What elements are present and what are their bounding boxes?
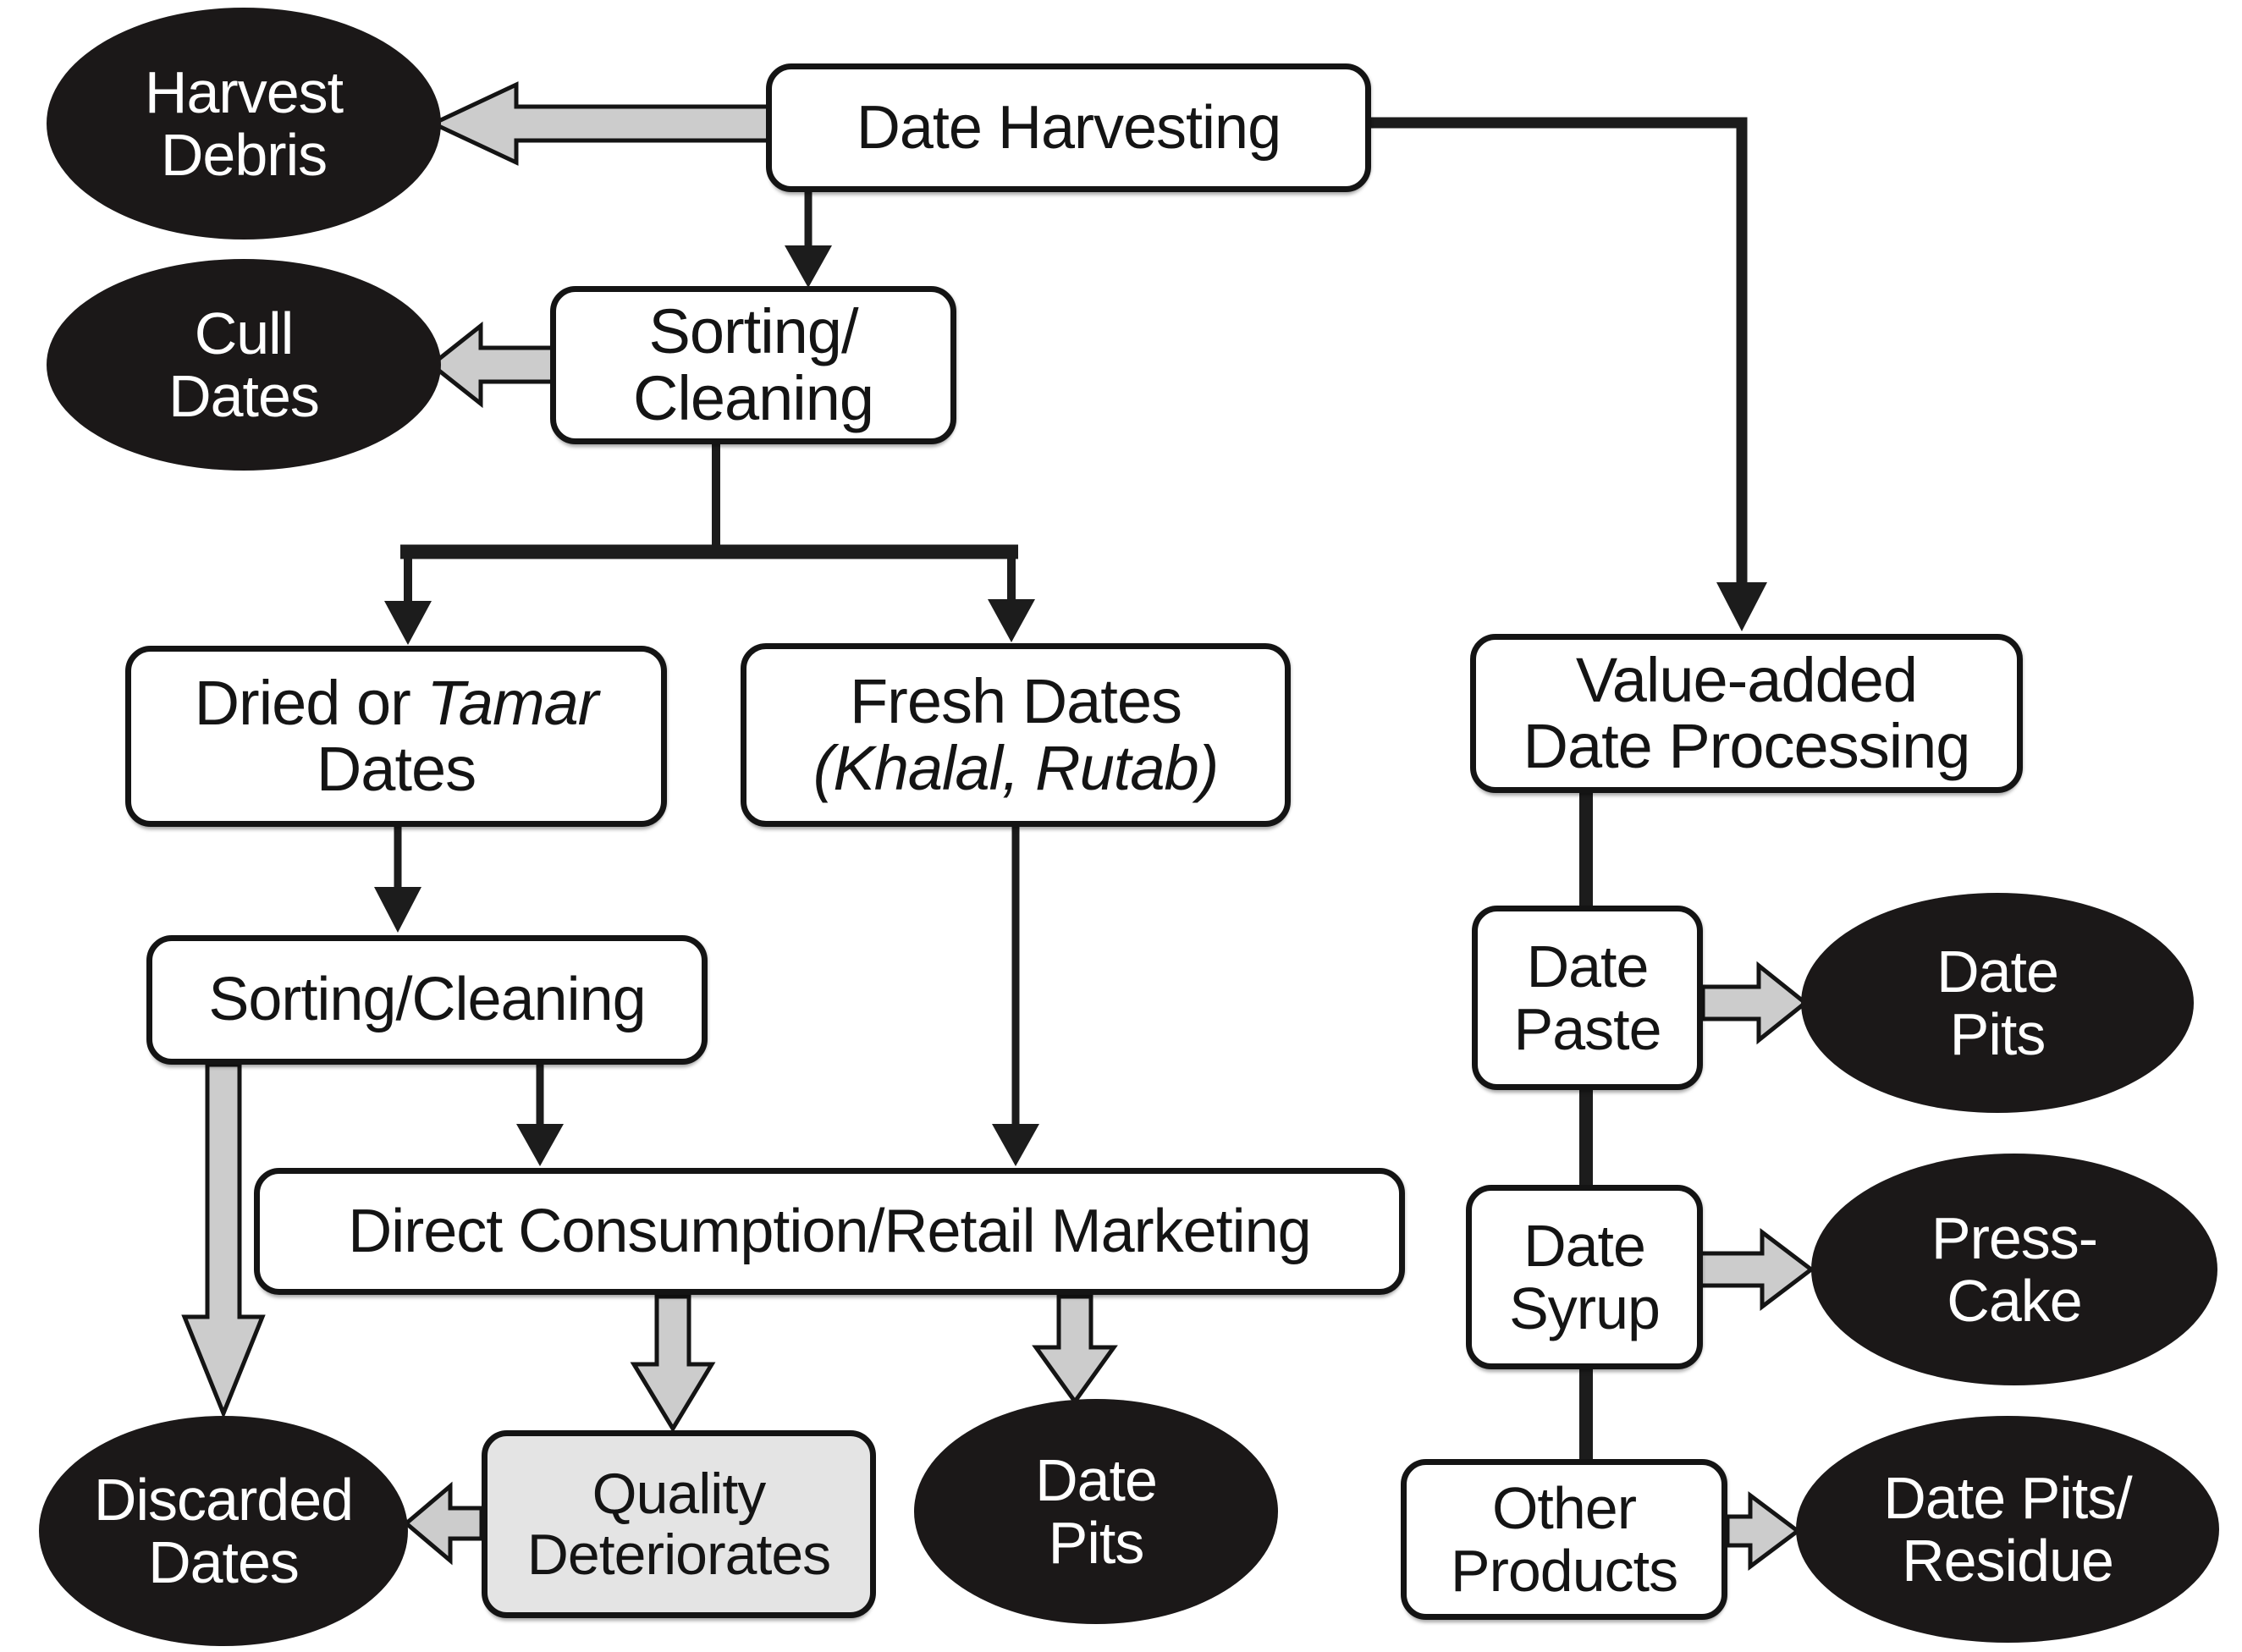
node-date-pits-processing: Date Pits xyxy=(1801,893,2194,1113)
edge-sorting-cleaning-2-to-direct-consumption xyxy=(516,1065,564,1166)
node-date-pits-consumer: Date Pits xyxy=(914,1399,1278,1624)
node-sorting-cleaning-2: Sorting/Cleaning xyxy=(146,935,708,1065)
edge-fresh-dates-to-direct-consumption xyxy=(992,827,1039,1166)
edge-date-harvesting-to-value-added xyxy=(1369,117,1767,631)
node-dried-or-tamar-dates: Dried or Tamar Dates xyxy=(125,646,667,827)
node-discarded-dates: Discarded Dates xyxy=(39,1416,408,1646)
edge-sorting-cleaning-1-branch xyxy=(384,444,1035,645)
node-cull-dates: Cull Dates xyxy=(47,259,441,471)
block-arrow-sorting-cleaning-2-to-discarded-dates xyxy=(181,1062,266,1419)
node-date-pits-residue: Date Pits/ Residue xyxy=(1796,1416,2219,1643)
node-press-cake: Press- Cake xyxy=(1811,1154,2217,1385)
node-date-harvesting: Date Harvesting xyxy=(766,63,1371,192)
node-other-products: Other Products xyxy=(1401,1459,1727,1620)
block-arrow-date-syrup-to-press-cake xyxy=(1698,1227,1815,1312)
node-fresh-dates: Fresh Dates (Khalal, Rutab) xyxy=(741,643,1291,827)
node-date-syrup: Date Syrup xyxy=(1466,1185,1703,1369)
node-quality-deteriorates: Quality Deteriorates xyxy=(482,1430,876,1618)
node-direct-consumption-retail-marketing: Direct Consumption/Retail Marketing xyxy=(254,1168,1405,1295)
node-harvest-debris: Harvest Debris xyxy=(47,8,441,240)
block-arrow-sorting-cleaning-1-to-cull-dates xyxy=(427,321,555,409)
block-arrow-direct-consumption-to-quality-deteriorates xyxy=(630,1294,716,1433)
edge-date-harvesting-to-sorting-cleaning-1 xyxy=(785,192,832,288)
node-value-added-date-processing: Value-added Date Processing xyxy=(1470,634,2023,793)
block-arrow-other-products-to-date-pits-residue xyxy=(1725,1491,1802,1571)
block-arrow-date-harvesting-to-harvest-debris xyxy=(428,81,771,166)
block-arrow-direct-consumption-to-date-pits xyxy=(1032,1294,1118,1406)
block-arrow-quality-deteriorates-to-discarded-dates xyxy=(403,1481,484,1566)
node-sorting-cleaning-1: Sorting/ Cleaning xyxy=(550,286,956,444)
block-arrow-date-paste-to-date-pits xyxy=(1700,961,1810,1045)
edge-dried-tamar-to-sorting-cleaning-2 xyxy=(374,827,421,933)
node-date-paste: Date Paste xyxy=(1472,906,1703,1090)
